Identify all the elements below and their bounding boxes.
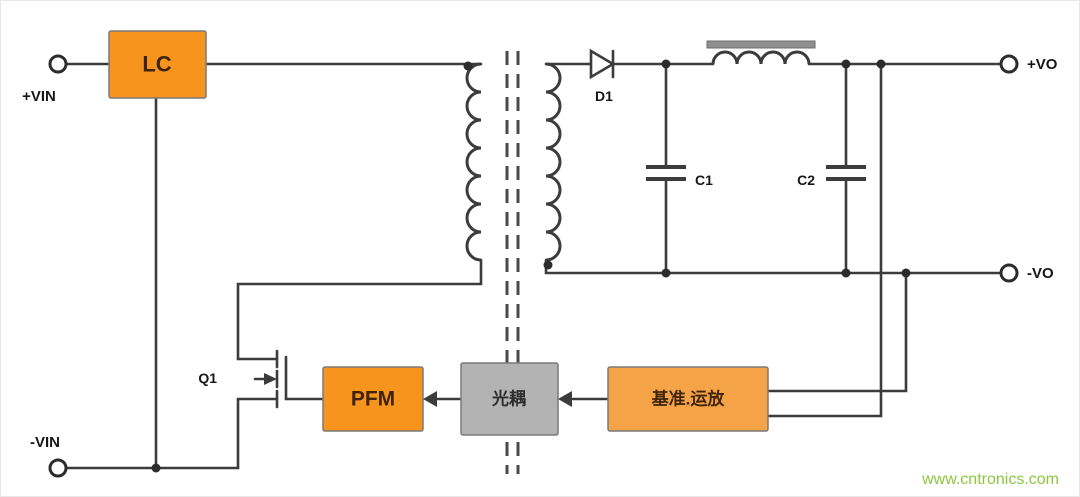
- feedback-wire: [766, 62, 883, 418]
- diode-d1: [589, 48, 616, 80]
- vin-neg-label: -VIN: [30, 434, 60, 451]
- junction-dot: [661, 268, 671, 278]
- feedback-wire: [766, 271, 908, 393]
- q1-label: Q1: [198, 370, 217, 386]
- arrow-into-opto: [558, 391, 572, 407]
- diode-triangle: [589, 48, 616, 80]
- transformer: [463, 61, 562, 270]
- pfm-controller-label: PFM: [351, 388, 395, 411]
- primary-polarity-dot: [463, 61, 473, 71]
- mosfet-q1: [236, 349, 288, 409]
- inductor-winding: [711, 50, 811, 65]
- lc-filter-block: [108, 30, 207, 99]
- function-blocks: LC PFM 光耦 基准.运放: [108, 30, 769, 436]
- mosfet-arrow: [264, 373, 277, 385]
- labels: +VIN -VIN +VO -VO D1 C1 C2 Q1: [22, 56, 1058, 451]
- wire: [544, 258, 1003, 275]
- junction-dots: [151, 59, 911, 473]
- junction-dot: [841, 59, 851, 69]
- transformer-primary-winding: [465, 62, 482, 262]
- junction-dot: [841, 268, 851, 278]
- vo-pos-label: +VO: [1027, 56, 1058, 73]
- reference-opamp-label: 基准.运放: [651, 389, 726, 409]
- inductor-core-bar: [706, 40, 816, 49]
- signal-arrows: [423, 391, 572, 407]
- terminals: [48, 54, 1019, 478]
- watermark-text: www.cntronics.com: [921, 471, 1059, 488]
- wires: [64, 62, 1003, 470]
- output-inductor: [706, 40, 816, 65]
- terminal-vo-neg: [999, 263, 1019, 283]
- vo-neg-label: -VO: [1027, 265, 1054, 282]
- arrow-into-pfm: [423, 391, 437, 407]
- optocoupler-label: 光耦: [491, 389, 526, 409]
- reference-opamp-block: [607, 366, 769, 432]
- junction-dot: [661, 59, 671, 69]
- terminal-vo-pos: [999, 54, 1019, 74]
- terminal-vin-pos: [48, 54, 68, 74]
- wire: [236, 258, 483, 361]
- junction-dot: [151, 463, 161, 473]
- c1-label: C1: [695, 172, 713, 188]
- vin-pos-label: +VIN: [22, 88, 56, 105]
- c2-label: C2: [797, 172, 815, 188]
- lc-filter-label: LC: [142, 52, 171, 77]
- junction-dot: [901, 268, 911, 278]
- transformer-secondary-winding: [545, 62, 562, 262]
- terminal-vin-neg: [48, 458, 68, 478]
- capacitor-c2: [826, 165, 866, 181]
- d1-label: D1: [595, 88, 613, 104]
- secondary-polarity-dot: [543, 260, 553, 270]
- capacitor-c1: [646, 165, 686, 181]
- junction-dot: [876, 59, 886, 69]
